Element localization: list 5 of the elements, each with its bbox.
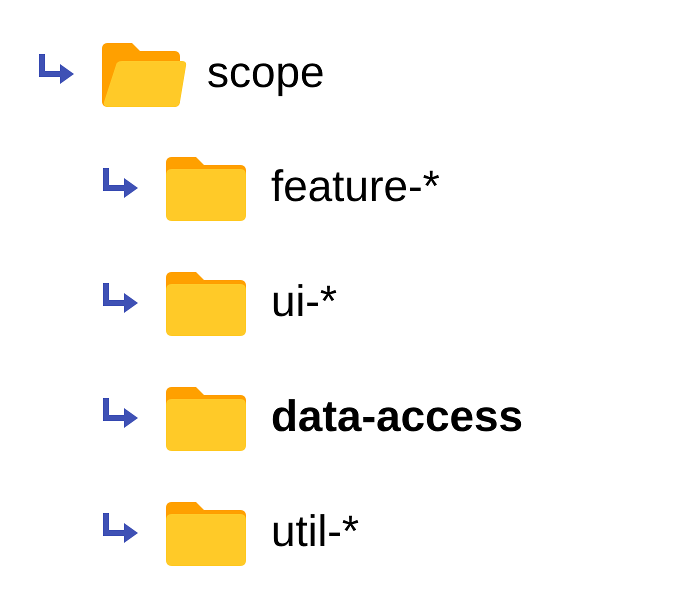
folder-name: feature-* (271, 161, 440, 213)
folder-name: ui-* (271, 276, 338, 328)
folder-name: data-access (271, 391, 523, 443)
folder-name: util-* (271, 506, 360, 558)
folder-name: scope (207, 47, 324, 99)
